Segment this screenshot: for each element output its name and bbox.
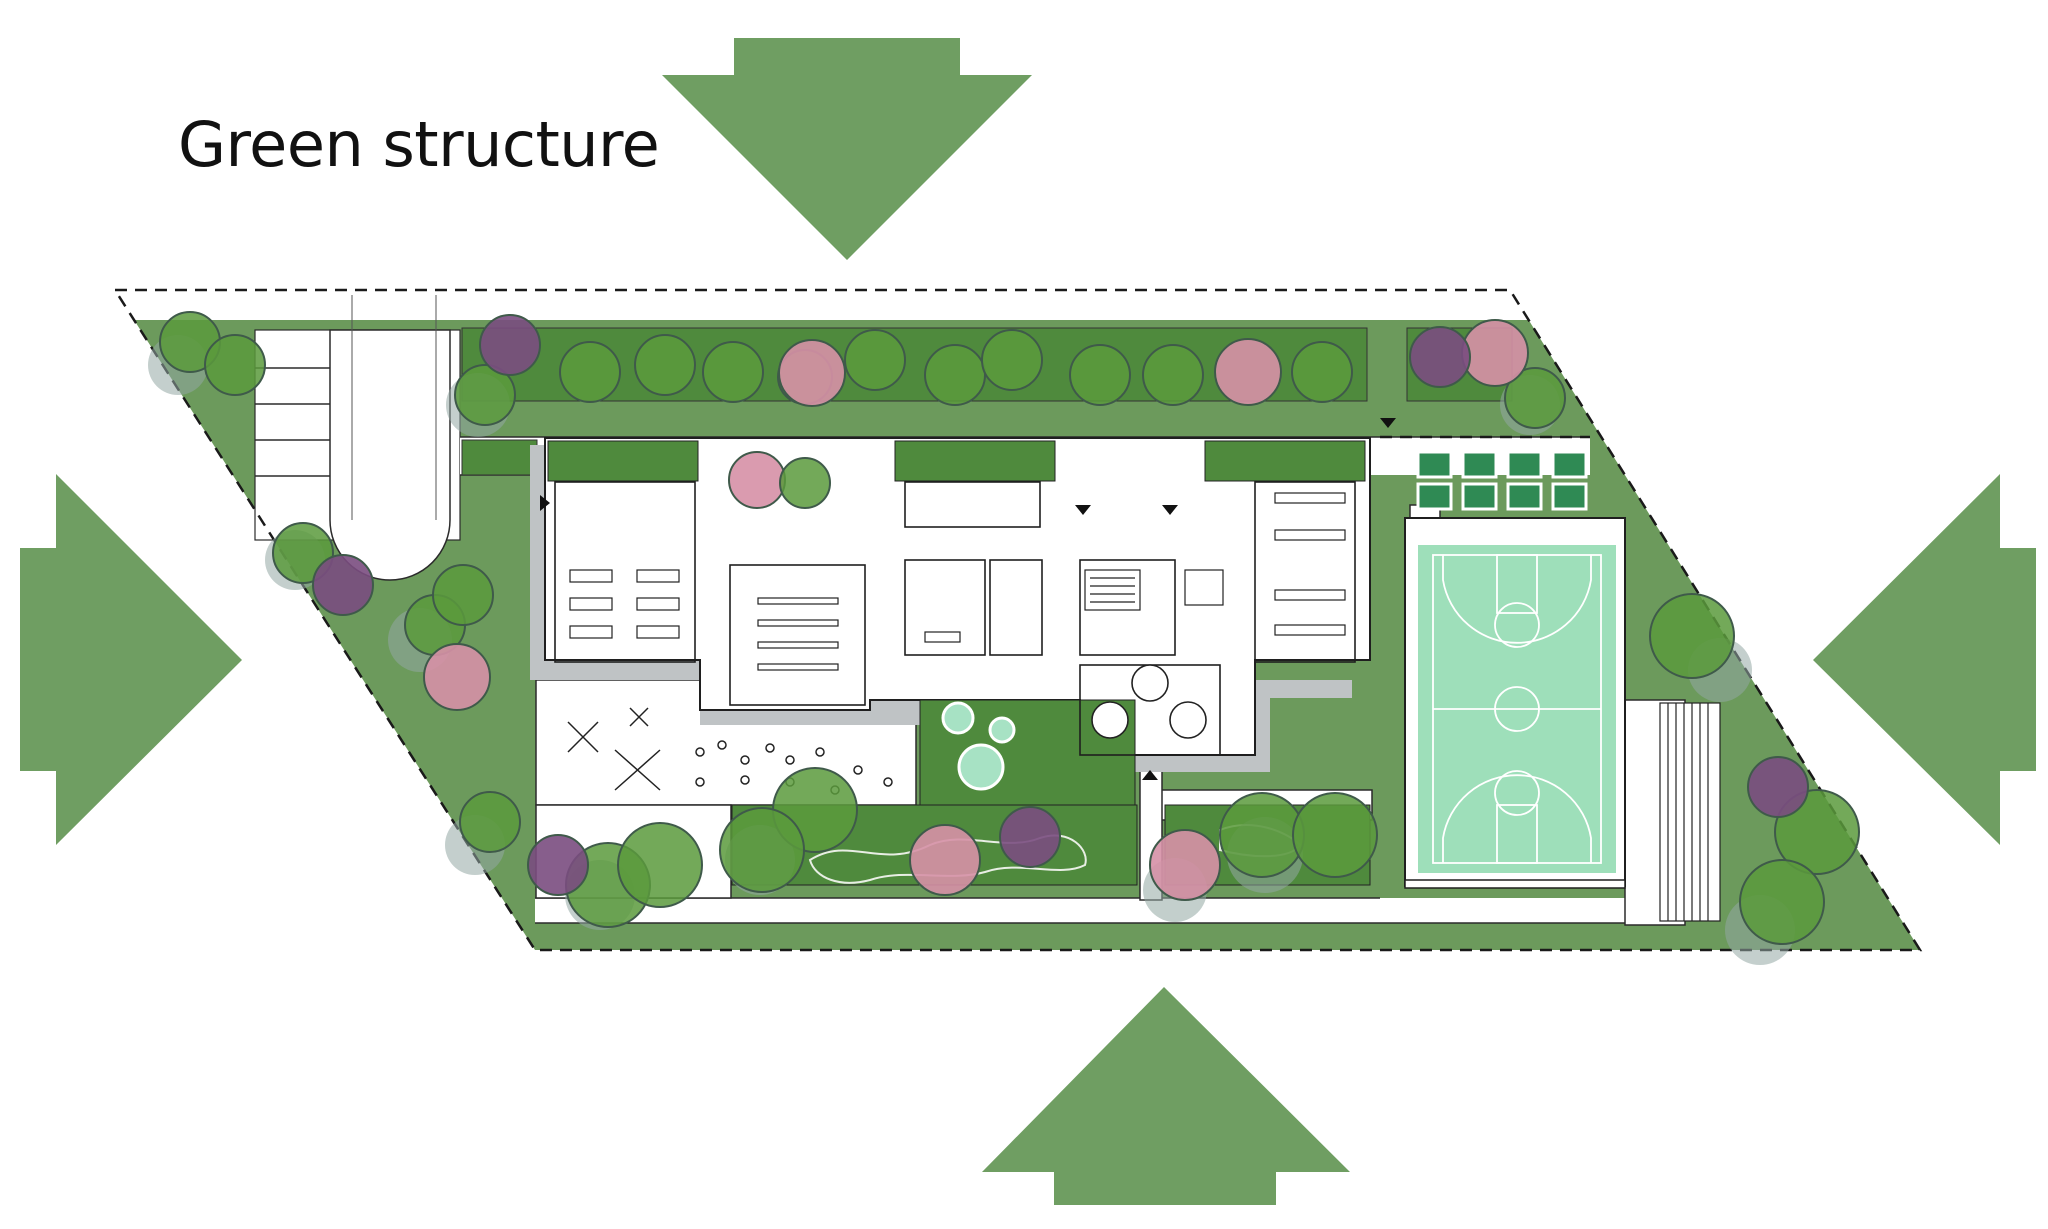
page-title: Green structure xyxy=(178,108,660,181)
water-bubbles xyxy=(941,701,1016,791)
furniture xyxy=(569,492,1346,671)
arrow-right-icon xyxy=(20,474,242,845)
mini-courts xyxy=(1416,450,1588,511)
arrow-left-icon xyxy=(1813,474,2036,845)
arrow-down-icon xyxy=(662,38,1032,260)
interior-rooms xyxy=(554,481,1356,756)
arrow-up-icon xyxy=(982,987,1350,1205)
trees xyxy=(148,311,1860,965)
plaza-furniture xyxy=(567,707,893,795)
site-boundary xyxy=(112,288,1923,952)
sports-court xyxy=(1404,517,1626,889)
round-tables xyxy=(1091,664,1207,739)
entrance-markers xyxy=(540,418,1396,780)
